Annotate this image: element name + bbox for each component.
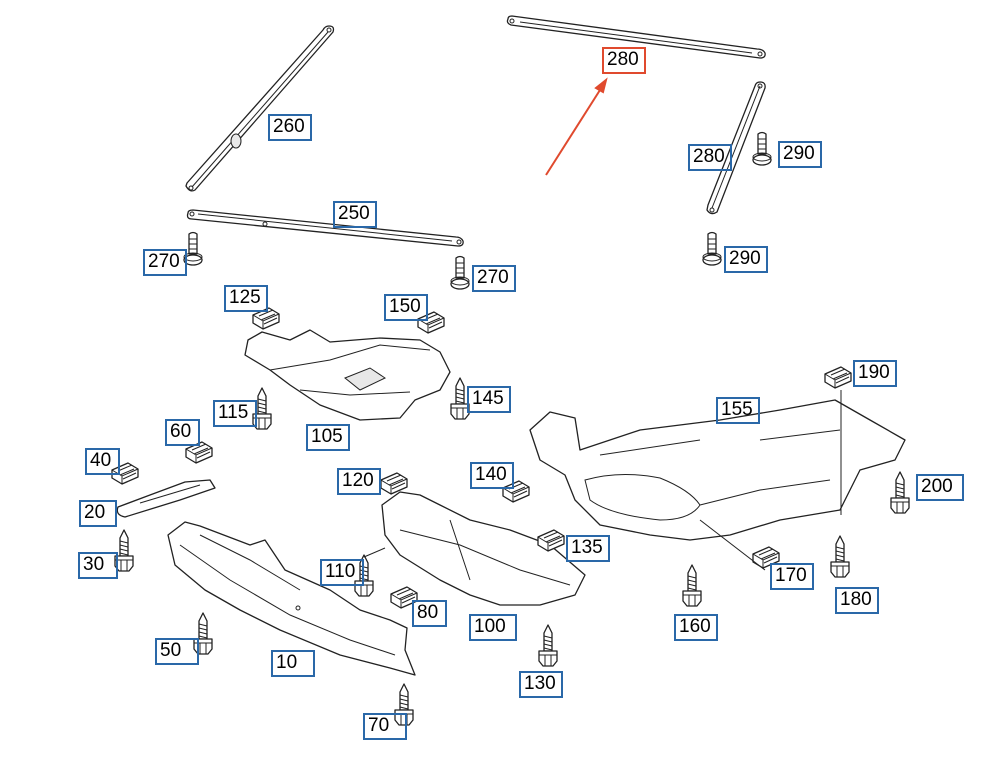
callout-145[interactable]: 145 xyxy=(467,386,511,413)
callout-40[interactable]: 40 xyxy=(85,448,120,475)
bolt-290-lower xyxy=(702,231,722,266)
callout-70[interactable]: 70 xyxy=(363,713,407,740)
callout-150[interactable]: 150 xyxy=(384,294,428,321)
bolt-130 xyxy=(538,624,558,667)
callout-20[interactable]: 20 xyxy=(79,500,117,527)
callout-105[interactable]: 105 xyxy=(306,424,350,451)
bolt-290-upper xyxy=(752,131,772,166)
panel-10 xyxy=(167,521,416,676)
callout-260[interactable]: 260 xyxy=(268,114,312,141)
callout-135[interactable]: 135 xyxy=(566,535,610,562)
callout-60[interactable]: 60 xyxy=(165,419,200,446)
callout-270[interactable]: 270 xyxy=(143,249,187,276)
callout-130[interactable]: 130 xyxy=(519,671,563,698)
callout-270[interactable]: 270 xyxy=(472,265,516,292)
brace-280-top xyxy=(506,15,766,59)
callout-50[interactable]: 50 xyxy=(155,638,199,665)
brace-260 xyxy=(185,25,335,192)
leader-line-110 xyxy=(363,547,386,558)
callout-100[interactable]: 100 xyxy=(469,614,517,641)
callout-80[interactable]: 80 xyxy=(412,600,447,627)
bracket-20 xyxy=(116,479,216,518)
callout-30[interactable]: 30 xyxy=(78,552,118,579)
callout-155[interactable]: 155 xyxy=(716,397,760,424)
callout-290[interactable]: 290 xyxy=(778,141,822,168)
bolt-160 xyxy=(682,564,702,607)
callout-190[interactable]: 190 xyxy=(853,360,897,387)
callout-115[interactable]: 115 xyxy=(213,400,257,427)
callout-110[interactable]: 110 xyxy=(320,559,364,586)
clip-135 xyxy=(537,529,565,552)
bolt-200 xyxy=(890,471,910,514)
callout-10[interactable]: 10 xyxy=(271,650,315,677)
bolt-180 xyxy=(830,535,850,578)
brace-280-side xyxy=(706,81,766,215)
panel-100 xyxy=(381,491,586,606)
callout-140[interactable]: 140 xyxy=(470,462,514,489)
callout-125[interactable]: 125 xyxy=(224,285,268,312)
callout-120[interactable]: 120 xyxy=(337,468,381,495)
callout-290[interactable]: 290 xyxy=(724,246,768,273)
callout-250[interactable]: 250 xyxy=(333,201,377,228)
brace-250 xyxy=(186,209,464,247)
callout-280-highlighted[interactable]: 280 xyxy=(602,47,646,74)
callout-160[interactable]: 160 xyxy=(674,614,718,641)
callout-200[interactable]: 200 xyxy=(916,474,964,501)
callout-170[interactable]: 170 xyxy=(770,563,814,590)
highlight-arrow xyxy=(545,77,608,176)
panel-105 xyxy=(244,329,451,421)
clip-120 xyxy=(380,472,408,495)
callout-280[interactable]: 280 xyxy=(688,144,732,171)
leader-line-170 xyxy=(699,519,766,571)
panel-155 xyxy=(529,399,906,541)
clip-190 xyxy=(824,366,852,389)
callout-180[interactable]: 180 xyxy=(835,587,879,614)
bolt-270-right xyxy=(450,255,470,290)
